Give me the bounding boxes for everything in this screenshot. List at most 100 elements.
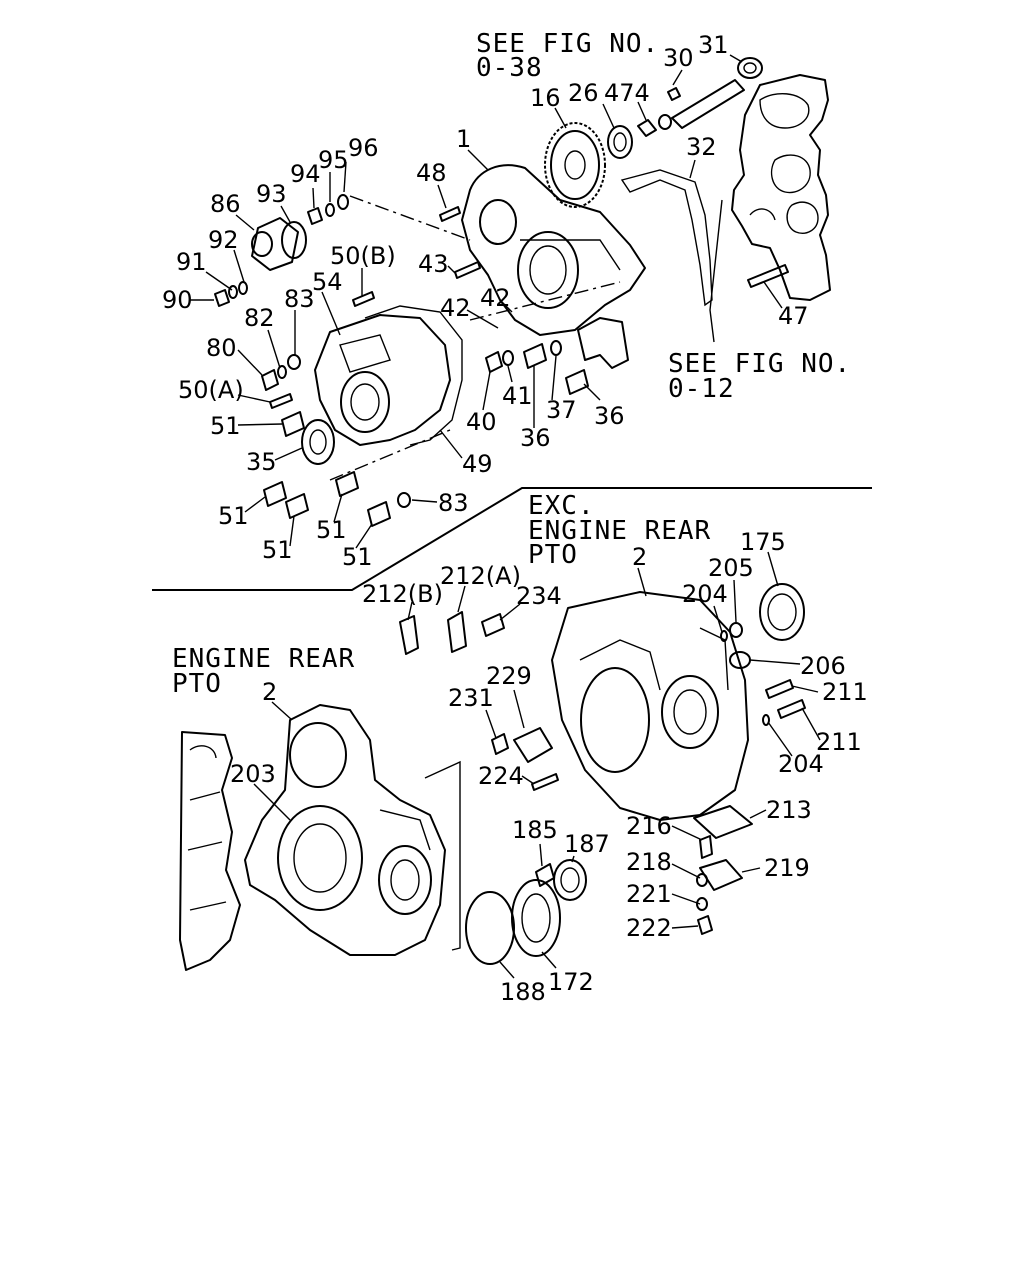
note-exc-engine-rear-pto: EXC. ENGINE REAR PTO [528,491,710,570]
callout-96: 96 [348,134,379,162]
callout-47: 47 [778,302,809,330]
callout-92: 92 [208,226,239,254]
part-16-gear [544,122,606,208]
svg-text:PTO: PTO [172,669,222,699]
part-shaft [658,79,745,130]
part-37-washer [550,340,562,356]
callout-51-a: 51 [210,412,241,440]
part-93-oring [281,221,307,259]
callout-54: 54 [312,268,343,296]
callout-222: 222 [626,914,672,942]
part-211-bolt-a [765,679,794,699]
part-95-washer [325,203,335,217]
part-82-washer [277,365,287,379]
callout-219: 219 [764,854,810,882]
callout-175: 175 [740,528,786,556]
part-32-gasket [620,169,713,307]
part-50b-stud [352,291,375,307]
part-35-seal [301,419,335,465]
callout-203: 203 [230,760,276,788]
part-474-bolt [637,119,657,137]
part-41-washer [502,350,514,366]
part-40-nut [485,351,503,373]
callout-43: 43 [418,250,449,278]
callout-42-a: 42 [480,284,511,312]
part-47-stud [747,264,789,288]
part-213-cover [693,805,753,839]
callout-2-b: 2 [262,678,277,706]
part-219-plate [699,859,743,891]
alignment-line-3 [329,429,451,481]
callout-86: 86 [210,190,241,218]
callout-204-a: 204 [682,580,728,608]
callout-42-b: 42 [440,294,471,322]
callout-36-b: 36 [594,402,625,430]
part-188-gasket [465,891,515,965]
callout-93: 93 [256,180,287,208]
alignment-line-1 [349,195,471,241]
callout-95: 95 [318,146,349,174]
alignment-line-2 [469,281,621,321]
part-51-bolt-a [281,411,305,437]
callout-91: 91 [176,248,207,276]
part-51-bolt-d [335,471,359,497]
part-216-fitting [699,835,713,859]
callout-51-e: 51 [342,543,373,571]
callout-51-c: 51 [262,536,293,564]
callout-204-b: 204 [778,750,824,778]
callout-16: 16 [530,84,561,112]
callout-185: 185 [512,816,558,844]
callout-172: 172 [548,968,594,996]
callout-83-b: 83 [438,489,469,517]
callout-80: 80 [206,334,237,362]
part-90-nut [214,289,230,307]
part-83-washer-b [397,492,411,508]
callout-49: 49 [462,450,493,478]
part-50a-stud [269,393,293,409]
part-2-flywheel-housing-a [551,591,749,821]
callout-212b: 212(B) [362,580,443,608]
callout-48: 48 [416,159,447,187]
callout-26: 26 [568,79,599,107]
callout-188: 188 [500,978,546,1006]
part-212a-bracket [447,611,467,653]
note-see-fig-0-38: SEE FIG NO. 0-38 [476,29,658,83]
svg-text:0-12: 0-12 [668,374,735,404]
part-211-bolt-b [777,699,806,719]
part-234-bolt [481,613,505,637]
callout-211-a: 211 [822,678,868,706]
part-51-bolt-c [285,493,309,519]
svg-text:ENGINE REAR: ENGINE REAR [172,644,355,674]
note-see-fig-0-12: SEE FIG NO. 0-12 [668,349,851,404]
part-91-washer [228,285,238,299]
part-92-washer [238,281,248,295]
part-36-bolt-a [523,343,547,369]
part-48-stud [439,206,461,222]
part-30-key [667,87,681,101]
bracket-line [424,760,461,951]
callout-37: 37 [546,396,577,424]
part-204-washer-a [720,630,728,642]
callout-51-d: 51 [316,516,347,544]
callout-labels: 30 31 474 26 16 32 96 95 94 93 86 92 91 … [162,31,868,1006]
callout-234: 234 [516,582,562,610]
callout-32: 32 [686,133,717,161]
part-94-nut [307,207,323,225]
part-212b-bracket [399,615,419,655]
callout-213: 213 [766,796,812,824]
callout-41: 41 [502,382,533,410]
part-204-washer-b [762,714,770,726]
part-2-flywheel-housing-b [244,704,446,956]
svg-text:0-38: 0-38 [476,53,543,83]
part-43-stud [454,261,481,279]
part-205-plug [729,622,743,638]
part-gasket-outline [364,305,463,446]
svg-text:SEE FIG NO.: SEE FIG NO. [668,349,851,379]
part-222-nut [697,915,713,935]
part-80-nut [261,369,279,391]
callout-36-a: 36 [520,424,551,452]
svg-text:EXC.: EXC. [528,491,595,521]
callout-211-b: 211 [816,728,862,756]
callout-224: 224 [478,762,524,790]
part-229-plate [513,727,553,763]
